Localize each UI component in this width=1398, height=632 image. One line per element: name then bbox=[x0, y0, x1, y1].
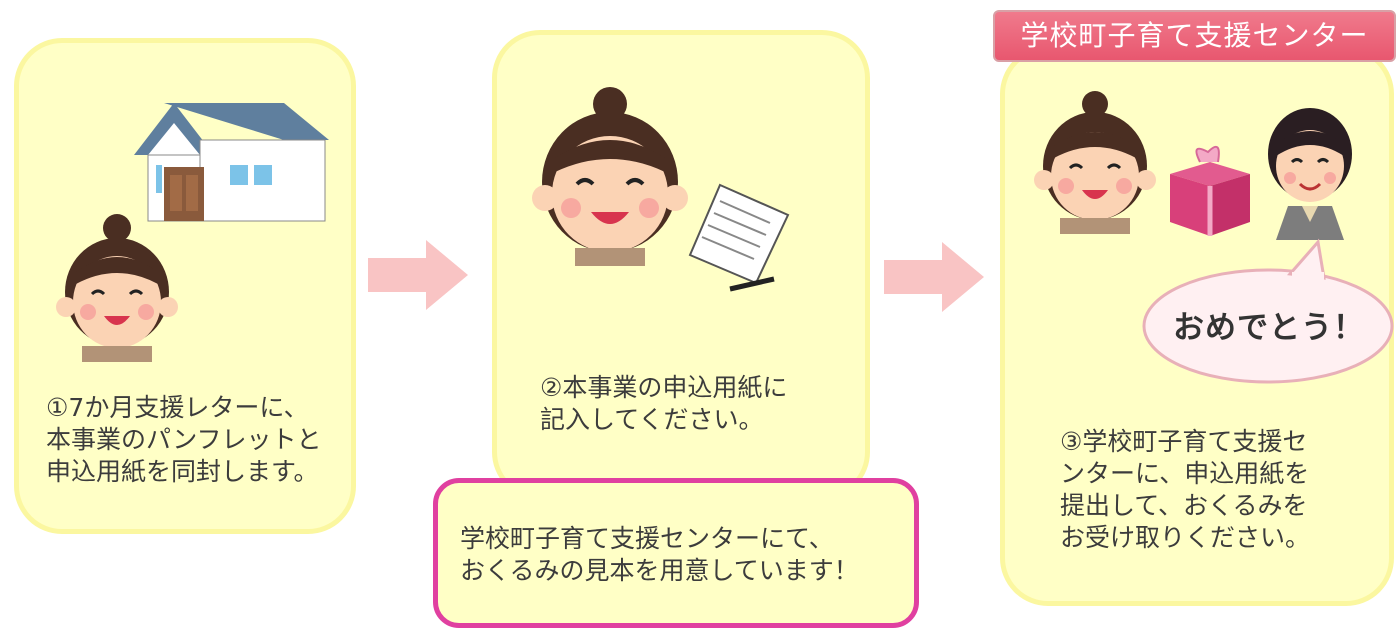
woman-avatar-icon bbox=[56, 214, 178, 362]
step-2-card bbox=[492, 30, 870, 500]
center-banner: 学校町子育て支援センター bbox=[993, 10, 1396, 62]
speech-bubble-text: おめでとう！ bbox=[1173, 310, 1365, 346]
step-2-text: ②本事業の申込用紙に 記入してください。 bbox=[540, 373, 788, 434]
note-text: 学校町子育て支援センターにて、 おくるみの見本を用意しています！ bbox=[460, 524, 859, 585]
arrow-right-icon bbox=[884, 242, 984, 312]
step-1-text: ①7か月支援レターに、 本事業のパンフレットと 申込用紙を同封します。 bbox=[46, 393, 322, 486]
gift-box-icon bbox=[1170, 145, 1250, 236]
speech-bubble bbox=[1142, 238, 1394, 384]
note-box: 学校町子育て支援センターにて、 おくるみの見本を用意しています！ bbox=[433, 478, 919, 628]
woman-avatar-icon bbox=[532, 87, 688, 266]
woman-avatar-icon bbox=[1034, 91, 1156, 234]
arrow-right-icon bbox=[368, 240, 468, 310]
step-3-text: ③学校町子育て支援セ ンターに、申込用紙を 提出して、おくるみを お受け取りくだ… bbox=[1060, 427, 1311, 552]
staff-avatar-icon bbox=[1268, 108, 1352, 240]
document-pen-icon bbox=[688, 183, 790, 292]
house-icon bbox=[134, 103, 329, 222]
